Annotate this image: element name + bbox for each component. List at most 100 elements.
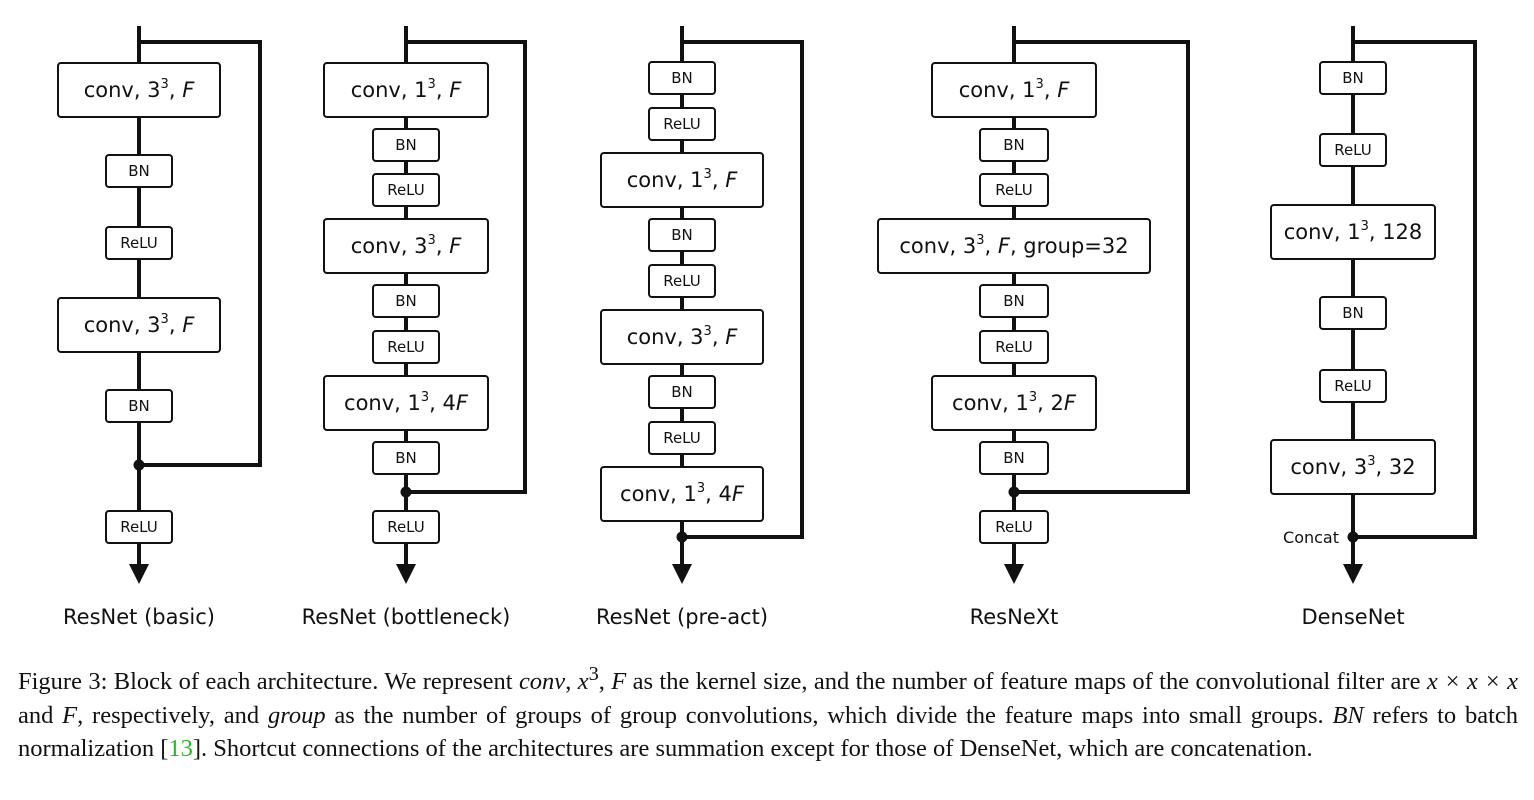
relu-block: ReLU — [105, 510, 173, 544]
bn-block-label: BN — [395, 136, 417, 154]
bn-block: BN — [979, 441, 1049, 475]
relu-block: ReLU — [372, 173, 440, 207]
conv-block-box — [931, 62, 1097, 118]
conv-block-label: conv, 13, F — [627, 167, 738, 192]
concat-label: Concat — [1283, 528, 1339, 547]
relu-block-label: ReLU — [387, 518, 425, 536]
conv-block-label: conv, 13, F — [959, 77, 1070, 102]
bn-block-box — [648, 375, 716, 409]
conv-block: conv, 13, 2F — [931, 375, 1097, 431]
caption-label: Figure 3: — [18, 668, 108, 696]
conv-block-box — [57, 62, 221, 118]
conv-block-label: conv, 13, F — [351, 77, 462, 102]
conv-block-box — [600, 466, 764, 522]
bn-block-box — [1319, 296, 1387, 330]
diagram-title: ResNet (bottleneck) — [302, 605, 511, 629]
diagram-title: ResNet (basic) — [63, 605, 215, 629]
bn-block-box — [979, 128, 1049, 162]
conv-block-label: conv, 33, F — [351, 233, 462, 258]
relu-block-label: ReLU — [387, 338, 425, 356]
bn-block-label: BN — [1342, 304, 1364, 322]
conv-block-label: conv, 33, F, group=32 — [899, 233, 1128, 258]
bn-block-label: BN — [671, 226, 693, 244]
conv-block-box — [877, 218, 1151, 274]
merge-point — [1008, 486, 1020, 498]
relu-block: ReLU — [979, 330, 1049, 364]
bn-block-box — [372, 128, 440, 162]
shortcut-connection — [406, 40, 527, 494]
conv-block: conv, 33, F — [57, 62, 221, 118]
bn-block-box — [648, 61, 716, 95]
bn-block-label: BN — [1003, 449, 1025, 467]
conv-block: conv, 33, F — [57, 297, 221, 353]
bn-block: BN — [648, 375, 716, 409]
bn-block-box — [372, 284, 440, 318]
bn-block-box — [979, 441, 1049, 475]
shortcut-connection — [139, 40, 262, 467]
bn-block: BN — [1319, 61, 1387, 95]
bn-block: BN — [105, 389, 173, 423]
relu-block-label: ReLU — [120, 234, 158, 252]
relu-block-box — [372, 510, 440, 544]
bn-block-label: BN — [128, 162, 150, 180]
citation-link[interactable]: 13 — [168, 735, 193, 763]
relu-block-box — [105, 226, 173, 260]
merge-point — [676, 531, 688, 543]
conv-block-label: conv, 13, 4F — [344, 390, 469, 415]
relu-block-box — [372, 173, 440, 207]
conv-block: conv, 13, 4F — [600, 466, 764, 522]
relu-block-label: ReLU — [387, 181, 425, 199]
merge-point — [400, 486, 412, 498]
shortcut-connection — [682, 40, 804, 539]
conv-block-box — [323, 218, 489, 274]
bn-block-box — [105, 389, 173, 423]
bn-block: BN — [979, 128, 1049, 162]
bn-block-box — [1319, 61, 1387, 95]
figure-caption: Figure 3: Block of each architecture. We… — [18, 663, 1519, 763]
conv-block-box — [600, 309, 764, 365]
shortcut-connection — [1014, 40, 1190, 494]
relu-block-label: ReLU — [663, 272, 701, 290]
conv-block-box — [600, 152, 764, 208]
bn-block: BN — [372, 441, 440, 475]
bn-block-label: BN — [671, 69, 693, 87]
relu-block-box — [979, 510, 1049, 544]
conv-block: conv, 33, F, group=32 — [877, 218, 1151, 274]
bn-block-label: BN — [671, 383, 693, 401]
relu-block-box — [648, 107, 716, 141]
merge-point — [1347, 531, 1359, 543]
diagram-resnet-bottleneck: conv, 13, F BN ReLU conv, 33, F BN ReLU conv, … — [302, 26, 527, 629]
diagram-title: ResNet (pre-act) — [596, 605, 768, 629]
conv-block-box — [57, 297, 221, 353]
conv-block: conv, 33, F — [323, 218, 489, 274]
conv-block: conv, 13, F — [931, 62, 1097, 118]
conv-block-box — [1270, 204, 1436, 260]
diagram-title: ResNeXt — [970, 605, 1059, 629]
relu-block: ReLU — [979, 173, 1049, 207]
conv-block-label: conv, 13, 4F — [620, 481, 745, 506]
bn-block-label: BN — [1342, 69, 1364, 87]
bn-block-box — [372, 441, 440, 475]
relu-block-label: ReLU — [663, 115, 701, 133]
bn-block-box — [979, 284, 1049, 318]
conv-block: conv, 33, 32 — [1270, 439, 1436, 495]
conv-block: conv, 13, 128 — [1270, 204, 1436, 260]
relu-block-box — [648, 264, 716, 298]
relu-block: ReLU — [979, 510, 1049, 544]
relu-block-box — [1319, 369, 1387, 403]
conv-block: conv, 13, F — [323, 62, 489, 118]
bn-block-label: BN — [395, 292, 417, 310]
bn-block-label: BN — [395, 449, 417, 467]
bn-block: BN — [648, 218, 716, 252]
relu-block: ReLU — [372, 330, 440, 364]
conv-block-box — [1270, 439, 1436, 495]
relu-block-box — [648, 421, 716, 455]
relu-block: ReLU — [648, 107, 716, 141]
bn-block: BN — [105, 154, 173, 188]
relu-block-box — [979, 330, 1049, 364]
bn-block-label: BN — [1003, 292, 1025, 310]
conv-block: conv, 33, F — [600, 309, 764, 365]
relu-block: ReLU — [1319, 133, 1387, 167]
relu-block-box — [105, 510, 173, 544]
